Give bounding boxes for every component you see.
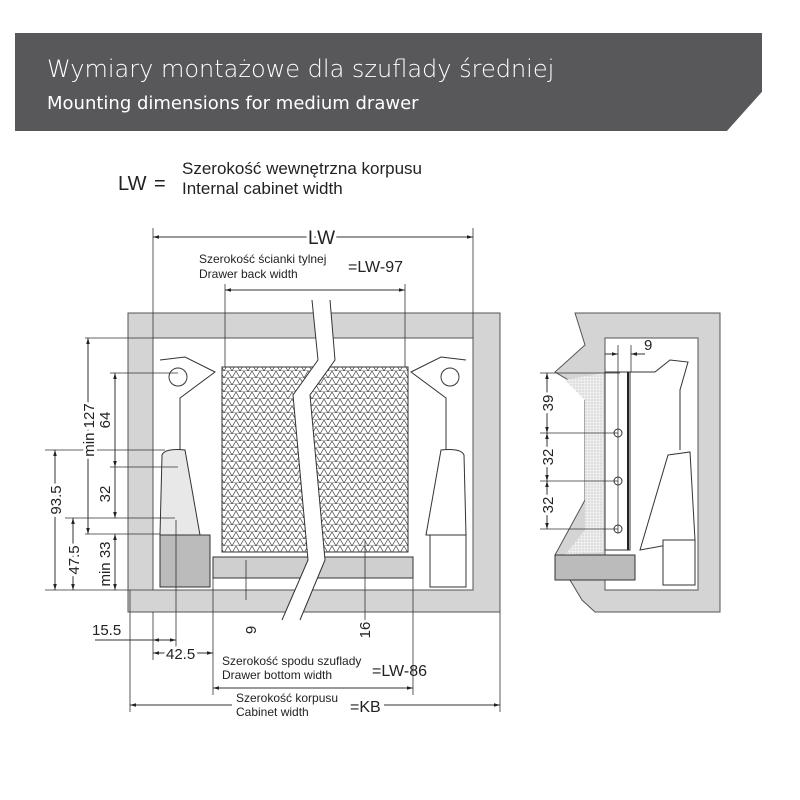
side-view: 9 39 32 32 <box>537 312 721 613</box>
side-dim-32b: 32 <box>540 497 557 514</box>
lw-dimension-label: LW <box>308 228 335 249</box>
left-slide <box>159 534 211 588</box>
back-width-en: Drawer back width <box>199 267 298 281</box>
dim-9: 9 <box>243 626 260 634</box>
cabinet-width-en: Cabinet width <box>236 705 309 719</box>
legend-desc-pl: Szerokość wewnętrzna korpusu <box>182 159 422 178</box>
left-runner <box>159 449 201 536</box>
back-width-formula: =LW-97 <box>348 259 403 276</box>
cabinet-width-pl: Szerokość korpusu <box>236 691 338 705</box>
break-gap <box>282 300 335 620</box>
front-view: LW Szerokość ścianki tylnej Drawer back … <box>45 225 501 719</box>
dim-min33: min 33 <box>97 541 114 586</box>
side-dim-32a: 32 <box>540 449 557 466</box>
dim-64: 64 <box>97 412 114 429</box>
header-banner: Wymiary montażowe dla szuflady średniej … <box>15 33 762 131</box>
bottom-width-pl: Szerokość spodu szuflady <box>222 654 361 668</box>
right-slide <box>429 534 467 588</box>
break-line <box>281 299 336 621</box>
right-runner <box>425 449 467 536</box>
bottom-width-formula: =LW-86 <box>372 663 427 680</box>
side-dim-9: 9 <box>644 337 652 354</box>
bottom-width-en: Drawer bottom width <box>222 668 332 682</box>
back-width-pl: Szerokość ścianki tylnej <box>199 252 326 266</box>
title-english: Mounting dimensions for medium drawer <box>47 93 419 114</box>
cabinet-width-formula: =KB <box>350 699 381 716</box>
left-rear-bracket <box>159 356 216 452</box>
title-polish: Wymiary montażowe dla szuflady średniej <box>47 55 555 83</box>
legend-desc-en: Internal cabinet width <box>182 179 343 198</box>
legend-symbol: LW <box>118 173 147 195</box>
side-slide <box>662 539 696 586</box>
side-dim-39: 39 <box>540 395 557 412</box>
left-bracket-screw-icon <box>168 367 188 387</box>
dim-93-5: 93.5 <box>48 485 65 514</box>
dim-min127: min 127 <box>81 403 98 456</box>
legend-equals: = <box>154 173 166 195</box>
side-runner <box>639 451 696 551</box>
dim-42-5: 42.5 <box>166 646 195 663</box>
side-front-panel <box>565 373 603 555</box>
dim-16: 16 <box>357 622 374 639</box>
drawer-front-plate <box>604 371 631 551</box>
dim-32: 32 <box>97 486 114 503</box>
right-rear-bracket <box>410 356 467 452</box>
side-drawer-bottom <box>554 554 636 581</box>
dim-47-5: 47.5 <box>66 545 83 574</box>
right-bracket-screw-icon <box>440 367 460 387</box>
dim-15-5: 15.5 <box>92 622 121 639</box>
legend: LW = Szerokość wewnętrzna korpusu Intern… <box>118 159 422 198</box>
